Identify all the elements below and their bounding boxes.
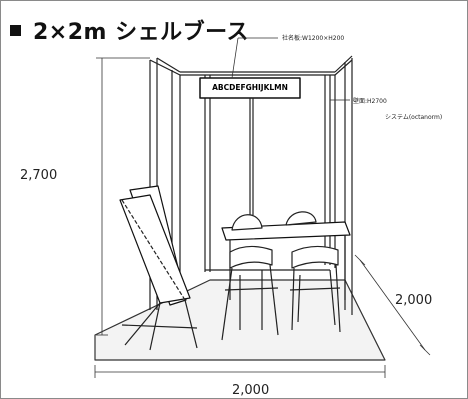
chair-back-2 bbox=[285, 211, 317, 226]
company-sign-text: ABCDEFGHIJKLMN bbox=[212, 83, 288, 92]
title-text: 2×2m シェルブース bbox=[33, 20, 250, 45]
easel-leg-left bbox=[124, 302, 161, 346]
easel-leg-right bbox=[184, 299, 198, 349]
wall-label: 壁面:H2700 bbox=[353, 98, 387, 105]
chair-leg bbox=[335, 264, 341, 333]
width-dimension: 2,000 bbox=[232, 383, 270, 398]
system-label: システム(octanorm) bbox=[385, 114, 443, 121]
height-dimension: 2,700 bbox=[20, 168, 58, 183]
chair-back-1 bbox=[231, 214, 263, 231]
diagram-title: 2×2m シェルブース bbox=[10, 14, 249, 46]
easel-panel bbox=[119, 194, 191, 304]
depth-dimension: 2,000 bbox=[395, 293, 433, 308]
chair-leg bbox=[269, 264, 279, 336]
depth-dimension-line bbox=[359, 259, 426, 351]
chair-front-1 bbox=[229, 245, 273, 269]
left-wall-top bbox=[149, 59, 181, 76]
easel-rail bbox=[121, 324, 198, 329]
chair-front-2 bbox=[291, 245, 339, 269]
title-bullet-icon bbox=[10, 25, 21, 36]
sign-label: 社名板:W1200×H200 bbox=[282, 35, 345, 42]
chair-leg bbox=[221, 267, 233, 341]
right-wall-top bbox=[334, 55, 353, 73]
chair-leg bbox=[291, 267, 295, 331]
